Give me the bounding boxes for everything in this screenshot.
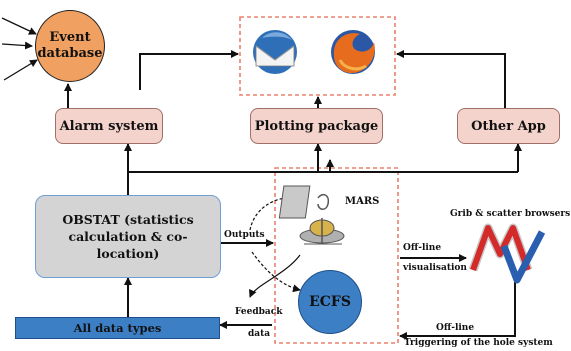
grib-scatter-label: Grib & scatter browsers: [450, 209, 571, 219]
offline-trigger-label-line1: Off-line: [436, 323, 475, 333]
outputs-label: Outputs: [224, 230, 265, 240]
obstat-box: OBSTAT (statistics calculation & co- loc…: [35, 195, 221, 278]
offline-vis-label-line2: visualisation: [403, 263, 467, 273]
obstat-label-line1: OBSTAT (statistics: [62, 212, 194, 227]
event-database-label-line1: Event: [49, 30, 91, 45]
offline-trigger-label-line2: Triggering of the hole system: [404, 338, 553, 348]
other-app-box: Other App: [457, 108, 560, 144]
storage-dashed-region: [274, 167, 399, 344]
other-app-label: Other App: [471, 118, 546, 134]
ecfs-label: ECFS: [309, 294, 351, 310]
all-data-types-bar: All data types: [15, 317, 220, 339]
apps-dashed-region: [239, 16, 396, 96]
obstat-label-line2: calculation & co-: [68, 229, 188, 244]
alarm-system-label: Alarm system: [59, 118, 159, 134]
plotting-package-label: Plotting package: [254, 118, 379, 134]
event-database-label-line2: database: [37, 46, 103, 61]
ecfs-node: ECFS: [298, 270, 362, 334]
alarm-system-box: Alarm system: [55, 108, 163, 144]
mars-label: MARS: [345, 196, 380, 207]
feedback-label-line1: Feedback: [235, 307, 283, 317]
offline-vis-label-line1: Off-line: [403, 243, 442, 253]
plotting-package-box: Plotting package: [250, 108, 383, 144]
event-database-node: Event database: [35, 10, 105, 82]
all-data-types-label: All data types: [73, 321, 162, 335]
feedback-label-line2: data: [248, 329, 271, 339]
incoming-arrows: [1, 17, 38, 81]
obstat-label-line3: location): [96, 246, 160, 261]
